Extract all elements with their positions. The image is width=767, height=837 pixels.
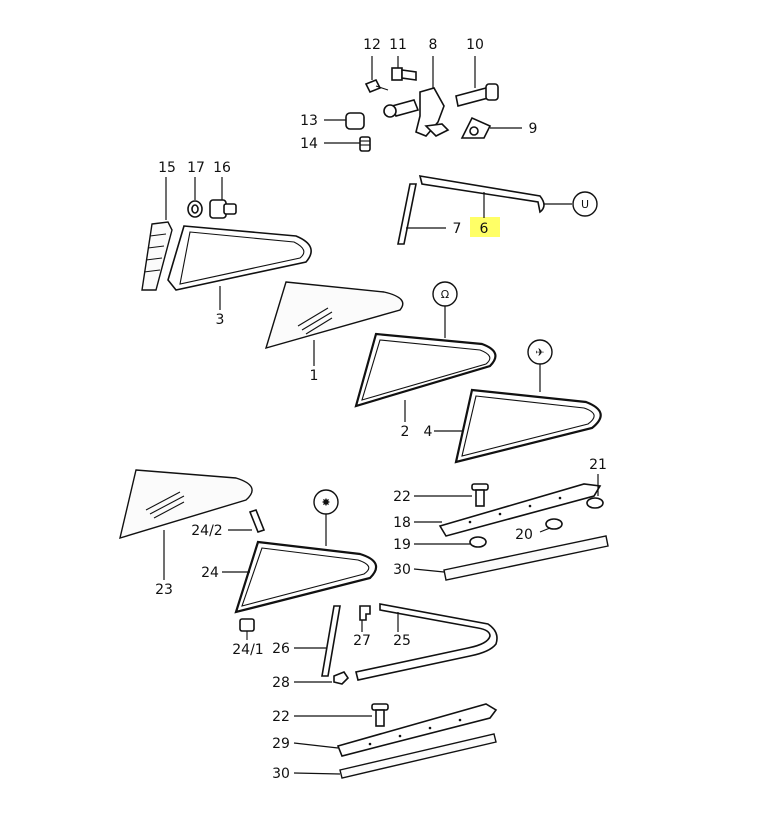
label-16: 16 xyxy=(213,160,231,176)
highlight-label-6 xyxy=(470,217,500,237)
part-16-plug[interactable] xyxy=(209,199,237,219)
label-30-lower: 30 xyxy=(272,766,290,782)
label-3: 3 xyxy=(216,312,225,328)
label-19: 19 xyxy=(393,537,411,553)
part-25-strip[interactable] xyxy=(355,603,498,681)
label-22-lower: 22 xyxy=(272,709,290,725)
part-2-seal[interactable] xyxy=(354,332,497,408)
label-30-upper: 30 xyxy=(393,562,411,578)
label-12: 12 xyxy=(363,37,381,53)
badge-car-symbol: ✈ xyxy=(527,339,553,365)
label-8: 8 xyxy=(429,37,438,53)
label-11: 11 xyxy=(389,37,407,53)
part-12-screw[interactable] xyxy=(364,78,389,94)
part-18-strip[interactable] xyxy=(438,483,602,537)
badge-omega-symbol: Ω xyxy=(432,281,458,307)
part-24-2-piece[interactable] xyxy=(248,509,266,533)
label-23: 23 xyxy=(155,582,173,598)
part-3-frame[interactable] xyxy=(167,225,312,291)
part-24-seal[interactable] xyxy=(234,540,378,614)
label-20: 20 xyxy=(515,527,533,543)
label-7: 7 xyxy=(453,221,462,237)
svg-text:U: U xyxy=(581,198,589,211)
label-24: 24 xyxy=(201,565,219,581)
part-8-hinge[interactable] xyxy=(383,87,450,137)
part-15-pad[interactable] xyxy=(141,221,173,291)
part-10-bolt[interactable] xyxy=(455,83,499,107)
part-22-screw-upper[interactable] xyxy=(471,483,489,507)
svg-text:✸: ✸ xyxy=(321,496,330,509)
badge-emblem-symbol: ✸ xyxy=(313,489,339,515)
label-27: 27 xyxy=(353,633,371,649)
label-24-2: 24/2 xyxy=(191,523,222,539)
label-18: 18 xyxy=(393,515,411,531)
part-11-bolt[interactable] xyxy=(391,67,417,81)
part-26-strip[interactable] xyxy=(321,605,341,677)
part-13-cap[interactable] xyxy=(345,112,365,130)
part-30-seal-upper[interactable] xyxy=(443,535,609,581)
part-24-1-clip[interactable] xyxy=(239,618,255,640)
svg-text:✈: ✈ xyxy=(535,346,544,359)
badge-u-symbol: U xyxy=(572,191,598,217)
part-19-nut[interactable] xyxy=(469,536,487,548)
part-7-strip[interactable] xyxy=(397,183,417,245)
part-28-clip[interactable] xyxy=(333,671,350,685)
label-28: 28 xyxy=(272,675,290,691)
label-17: 17 xyxy=(187,160,205,176)
label-21: 21 xyxy=(589,457,607,473)
label-25: 25 xyxy=(393,633,411,649)
part-14-spring[interactable] xyxy=(359,136,371,152)
part-29-strip[interactable] xyxy=(336,703,498,757)
part-21-nut[interactable] xyxy=(586,497,604,509)
part-4-seal[interactable] xyxy=(454,388,602,464)
label-15: 15 xyxy=(158,160,176,176)
label-6: 6 xyxy=(480,221,489,237)
part-9-plate[interactable] xyxy=(460,116,492,139)
part-1-glass[interactable] xyxy=(264,281,404,350)
label-4: 4 xyxy=(424,424,433,440)
label-26: 26 xyxy=(272,641,290,657)
label-9: 9 xyxy=(529,121,538,137)
part-30-seal-lower[interactable] xyxy=(339,733,497,779)
label-10: 10 xyxy=(466,37,484,53)
part-27-clip[interactable] xyxy=(359,605,371,621)
label-22-upper: 22 xyxy=(393,489,411,505)
label-29: 29 xyxy=(272,736,290,752)
label-1: 1 xyxy=(310,368,319,384)
label-14: 14 xyxy=(300,136,318,152)
label-2: 2 xyxy=(401,424,410,440)
part-20-nut[interactable] xyxy=(545,518,563,530)
part-23-glass[interactable] xyxy=(119,469,253,540)
part-6-strip[interactable] xyxy=(418,175,545,214)
part-22-screw-lower[interactable] xyxy=(371,703,389,727)
svg-text:Ω: Ω xyxy=(441,288,449,301)
label-24-1: 24/1 xyxy=(232,642,263,658)
label-13: 13 xyxy=(300,113,318,129)
part-17-grommet[interactable] xyxy=(187,200,203,218)
